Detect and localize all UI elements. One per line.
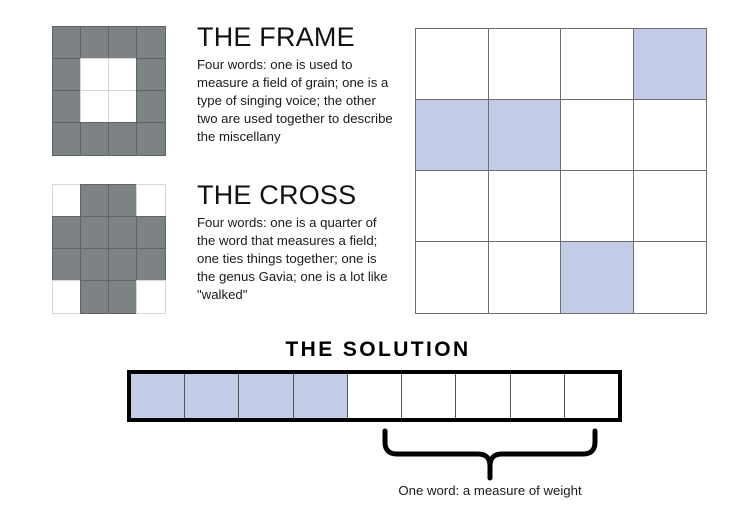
solution-cell-9[interactable] (564, 374, 618, 418)
shape-cell-r2-c3 (108, 57, 138, 91)
shape-cell-r2-c1 (51, 57, 81, 91)
shape-cell-r3-c3 (108, 90, 138, 124)
shape-cell-r2-c2 (79, 215, 109, 249)
clue-title-frame: THE FRAME (197, 22, 355, 52)
puzzle-cell-r2-c2[interactable] (487, 99, 562, 172)
shape-cell-r4-c3 (108, 280, 138, 314)
solution-cell-8[interactable] (510, 374, 565, 418)
solution-bar[interactable] (127, 370, 622, 422)
shape-cell-r1-c4 (136, 183, 166, 217)
puzzle-cell-r3-c1[interactable] (415, 170, 490, 243)
puzzle-cell-r2-c3[interactable] (560, 99, 635, 172)
shape-cell-r3-c2 (79, 90, 109, 124)
shape-cell-r1-c2 (79, 183, 109, 217)
shape-cell-r1-c4 (136, 25, 166, 59)
shape-cell-r4-c2 (79, 280, 109, 314)
shape-cell-r2-c4 (136, 215, 166, 249)
shape-cell-r4-c1 (51, 122, 81, 156)
shape-cell-r4-c3 (108, 122, 138, 156)
cross-shape-grid (51, 183, 166, 314)
puzzle-cell-r1-c4[interactable] (632, 28, 707, 101)
shape-cell-r3-c4 (136, 90, 166, 124)
shape-cell-r4-c2 (79, 122, 109, 156)
shape-cell-r1-c3 (108, 25, 138, 59)
puzzle-grid[interactable] (415, 28, 707, 314)
puzzle-cell-r2-c1[interactable] (415, 99, 490, 172)
puzzle-cell-r3-c2[interactable] (487, 170, 562, 243)
clue-title-cross: THE CROSS (197, 180, 357, 210)
shape-cell-r4-c4 (136, 122, 166, 156)
shape-cell-r1-c1 (51, 25, 81, 59)
shape-cell-r3-c1 (51, 248, 81, 282)
solution-cell-4[interactable] (293, 374, 348, 418)
shape-cell-r4-c1 (51, 280, 81, 314)
puzzle-cell-r4-c1[interactable] (415, 241, 490, 314)
shape-cell-r4-c4 (136, 280, 166, 314)
shape-cell-r2-c1 (51, 215, 81, 249)
shape-cell-r2-c4 (136, 57, 166, 91)
puzzle-cell-r4-c4[interactable] (632, 241, 707, 314)
curly-brace-icon (382, 428, 598, 481)
clue-body-cross: Four words: one is a quarter of the word… (197, 215, 388, 302)
solution-cell-7[interactable] (456, 374, 511, 418)
shape-cell-r3-c4 (136, 248, 166, 282)
solution-cell-5[interactable] (347, 374, 403, 418)
puzzle-cell-r3-c4[interactable] (632, 170, 707, 243)
solution-cell-2[interactable] (185, 374, 240, 418)
puzzle-cell-r2-c4[interactable] (632, 99, 707, 172)
puzzle-cell-r4-c2[interactable] (487, 241, 562, 314)
clue-block-cross: THE CROSS Four words: one is a quarter o… (197, 180, 397, 304)
shape-cell-r1-c2 (79, 25, 109, 59)
shape-cell-r3-c1 (51, 90, 81, 124)
puzzle-cell-r4-c3[interactable] (560, 241, 635, 314)
clue-body-frame: Four words: one is used to measure a fie… (197, 57, 393, 144)
solution-cell-1[interactable] (131, 374, 186, 418)
shape-cell-r3-c3 (108, 248, 138, 282)
solution-cell-6[interactable] (402, 374, 457, 418)
shape-cell-r3-c2 (79, 248, 109, 282)
shape-cell-r1-c3 (108, 183, 138, 217)
clue-block-frame: THE FRAME Four words: one is used to mea… (197, 22, 397, 146)
puzzle-cell-r1-c3[interactable] (560, 28, 635, 101)
shape-cell-r2-c2 (79, 57, 109, 91)
shape-cell-r1-c1 (51, 183, 81, 217)
shape-cell-r2-c3 (108, 215, 138, 249)
frame-shape-grid (51, 25, 166, 156)
solution-title: THE SOLUTION (285, 338, 471, 361)
puzzle-cell-r1-c1[interactable] (415, 28, 490, 101)
puzzle-cell-r3-c3[interactable] (560, 170, 635, 243)
solution-caption: One word: a measure of weight (398, 483, 582, 498)
puzzle-cell-r1-c2[interactable] (487, 28, 562, 101)
solution-cell-3[interactable] (239, 374, 294, 418)
